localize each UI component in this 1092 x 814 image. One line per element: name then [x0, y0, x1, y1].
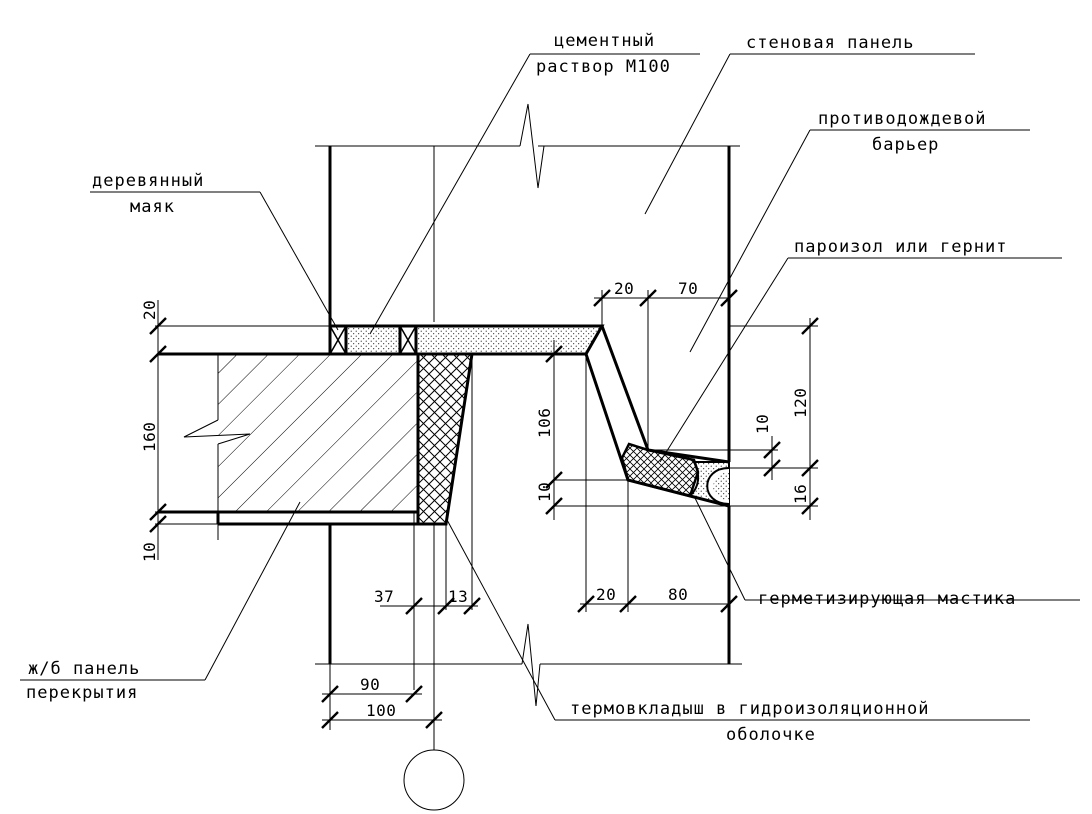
- dim-20-left: 20: [140, 300, 159, 320]
- label-slab-line2: перекрытия: [26, 683, 138, 703]
- dim-160: 160: [140, 422, 159, 452]
- dim-80: 80: [668, 585, 688, 604]
- thermal-insert: [416, 352, 474, 610]
- dim-16: 16: [791, 484, 810, 504]
- label-wall-panel: стеновая панель: [746, 33, 915, 53]
- floor-slab: [158, 352, 446, 540]
- dim-10-mid: 10: [535, 482, 554, 502]
- dim-37: 37: [374, 587, 394, 606]
- callout-labels: цементный раствор М100 стеновая панель п…: [26, 31, 1016, 745]
- label-wooden-beacon-line2: маяк: [130, 197, 175, 217]
- label-sealing-mastic: герметизирующая мастика: [758, 589, 1016, 609]
- dim-106: 106: [535, 408, 554, 438]
- wooden-beacon-right: [398, 324, 418, 356]
- label-rain-barrier-line1: противодождевой: [818, 109, 987, 129]
- label-vapor-seal: пароизол или гернит: [794, 237, 1007, 257]
- dim-20-bottom: 20: [596, 585, 616, 604]
- label-thermal-insert-line2: оболочке: [726, 725, 816, 745]
- dim-10-left: 10: [140, 542, 159, 562]
- label-rain-barrier-line2: барьер: [872, 135, 939, 155]
- dim-10-right: 10: [753, 414, 772, 434]
- dim-20-top: 20: [614, 279, 634, 298]
- dimension-lines: [149, 289, 819, 730]
- label-cement-mortar-line1: цементный: [554, 31, 655, 51]
- leader-lines: [20, 53, 1080, 721]
- dim-70: 70: [678, 279, 698, 298]
- label-wooden-beacon-line1: деревянный: [92, 171, 204, 191]
- wooden-beacon-left: [328, 324, 348, 356]
- label-slab-line1: ж/б панель: [28, 659, 140, 679]
- dim-120: 120: [791, 388, 810, 418]
- dimension-values: 20 160 10 20 70 106 10 10 120 16 37 13 2…: [140, 279, 810, 720]
- cement-mortar-bed: [328, 324, 605, 356]
- dim-13: 13: [448, 587, 468, 606]
- rain-barrier: [584, 325, 730, 508]
- label-thermal-insert-line1: термовкладыш в гидроизоляционной: [570, 699, 930, 719]
- dim-100: 100: [366, 701, 396, 720]
- dim-90: 90: [360, 675, 380, 694]
- label-cement-mortar-line2: раствор М100: [536, 57, 671, 77]
